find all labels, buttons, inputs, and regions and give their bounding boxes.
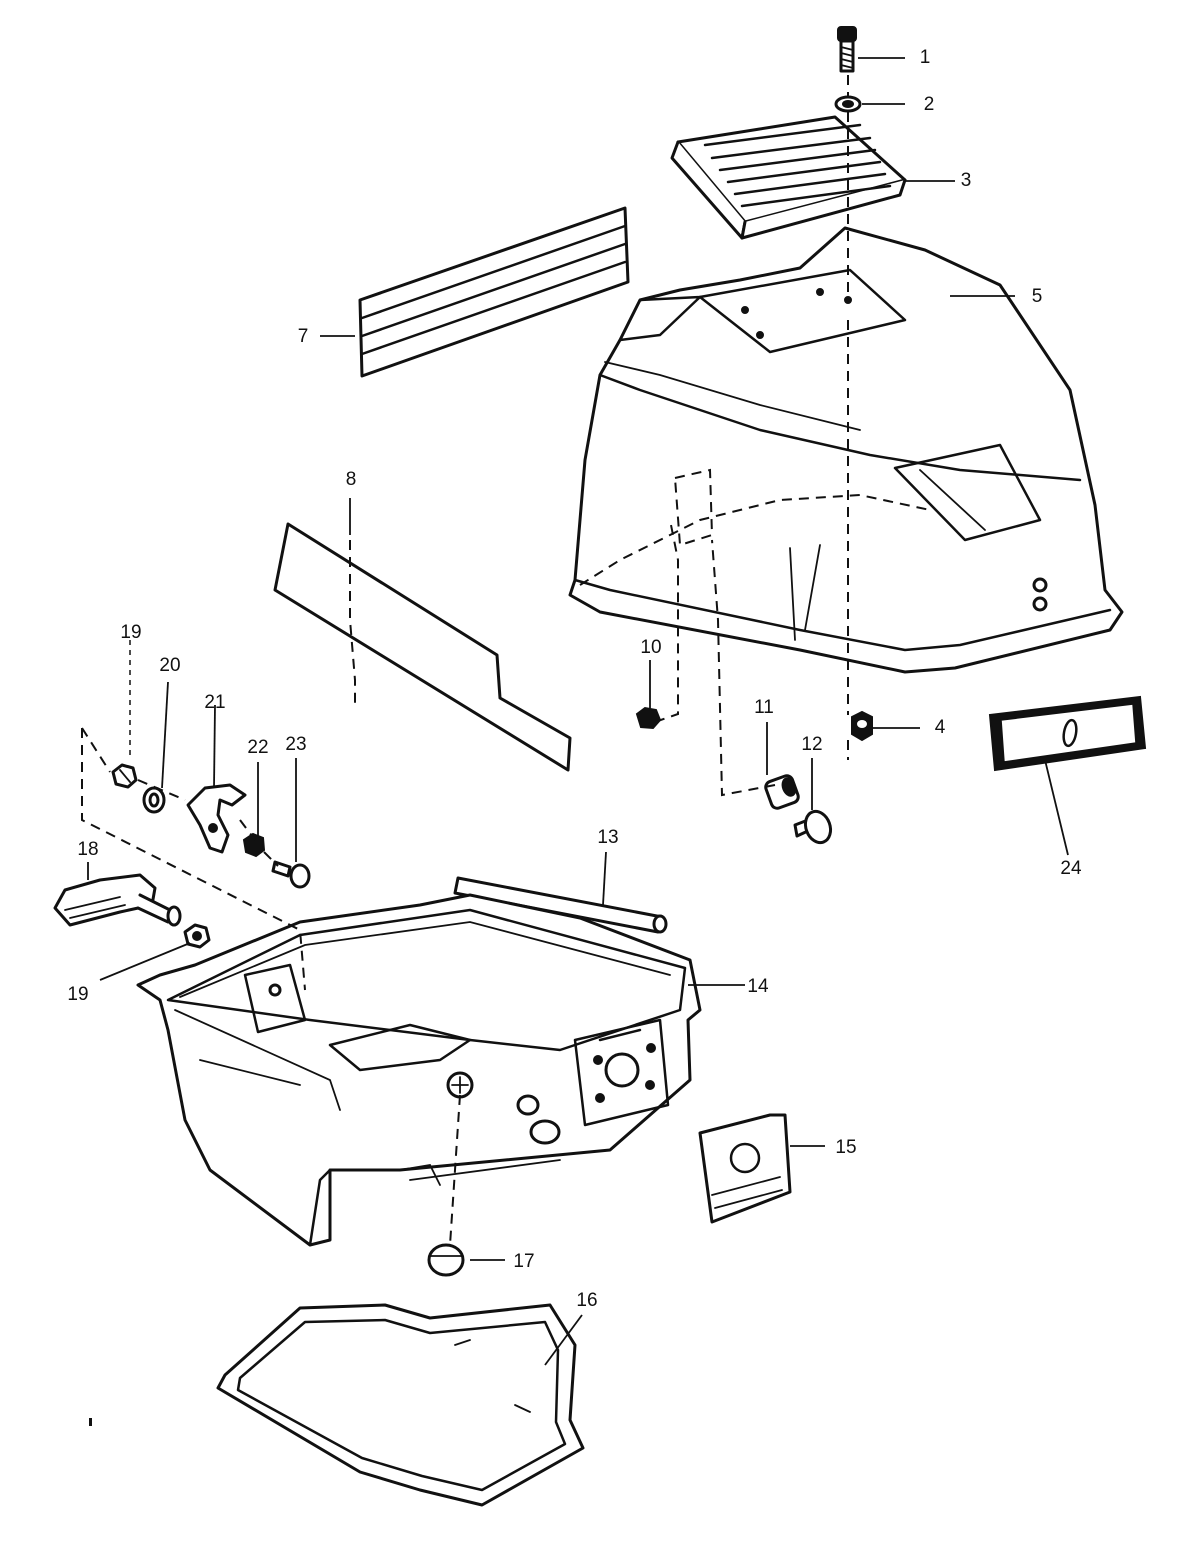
part-18-latch-handle — [53, 873, 182, 927]
leader-lines — [87, 57, 1069, 1366]
part-15-decal-plate — [698, 1113, 792, 1224]
part-10-nut — [635, 706, 662, 730]
callout-21: 21 — [204, 692, 225, 713]
part-13-seal-strip — [453, 876, 668, 934]
part-11-grommet — [764, 774, 800, 810]
part-14-bottom-cowl — [136, 893, 702, 1247]
part-24-nameplate — [988, 695, 1147, 772]
callout-12: 12 — [801, 734, 822, 755]
callout-8: 8 — [346, 469, 357, 490]
callout-1: 1 — [920, 47, 931, 68]
callouts: 1 2 3 4 5 7 8 10 11 12 13 14 15 16 17 18… — [67, 47, 1082, 1311]
callout-16: 16 — [576, 1290, 597, 1311]
part-7-decal — [358, 206, 630, 378]
callout-5: 5 — [1032, 286, 1043, 307]
part-19-nut-upper — [111, 763, 138, 789]
callout-23: 23 — [285, 734, 306, 755]
part-3-vent-cover — [670, 115, 907, 240]
part-20-washer — [142, 786, 166, 814]
part-4-nut — [851, 710, 873, 742]
part-1-screw — [837, 26, 857, 73]
callout-22: 22 — [247, 737, 268, 758]
callout-7: 7 — [298, 326, 309, 347]
assembly-lines — [81, 75, 849, 1246]
callout-15: 15 — [835, 1137, 856, 1158]
callout-19-lower: 19 — [67, 984, 88, 1005]
callout-11: 11 — [754, 697, 774, 718]
callout-20: 20 — [159, 655, 180, 676]
part-23-screw — [271, 860, 311, 889]
part-17-plug — [427, 1243, 465, 1277]
callout-10: 10 — [640, 637, 661, 658]
part-12-bolt — [793, 809, 833, 845]
part-16-gasket — [216, 1303, 585, 1507]
callout-18: 18 — [77, 839, 98, 860]
callout-14: 14 — [747, 976, 769, 997]
callout-3: 3 — [961, 170, 972, 191]
callout-2: 2 — [924, 94, 935, 115]
callout-4: 4 — [935, 717, 946, 738]
part-22-nut — [242, 832, 266, 858]
callout-24: 24 — [1060, 858, 1082, 879]
scan-marks — [89, 1418, 92, 1426]
part-8-decal — [273, 522, 572, 772]
part-2-washer — [834, 95, 862, 113]
part-19-nut-lower — [183, 923, 211, 949]
callout-13: 13 — [597, 827, 618, 848]
callout-19-upper: 19 — [120, 622, 141, 643]
callout-17: 17 — [513, 1251, 534, 1272]
part-5-top-cowl — [568, 226, 1124, 674]
part-21-latch-hook — [186, 783, 247, 854]
